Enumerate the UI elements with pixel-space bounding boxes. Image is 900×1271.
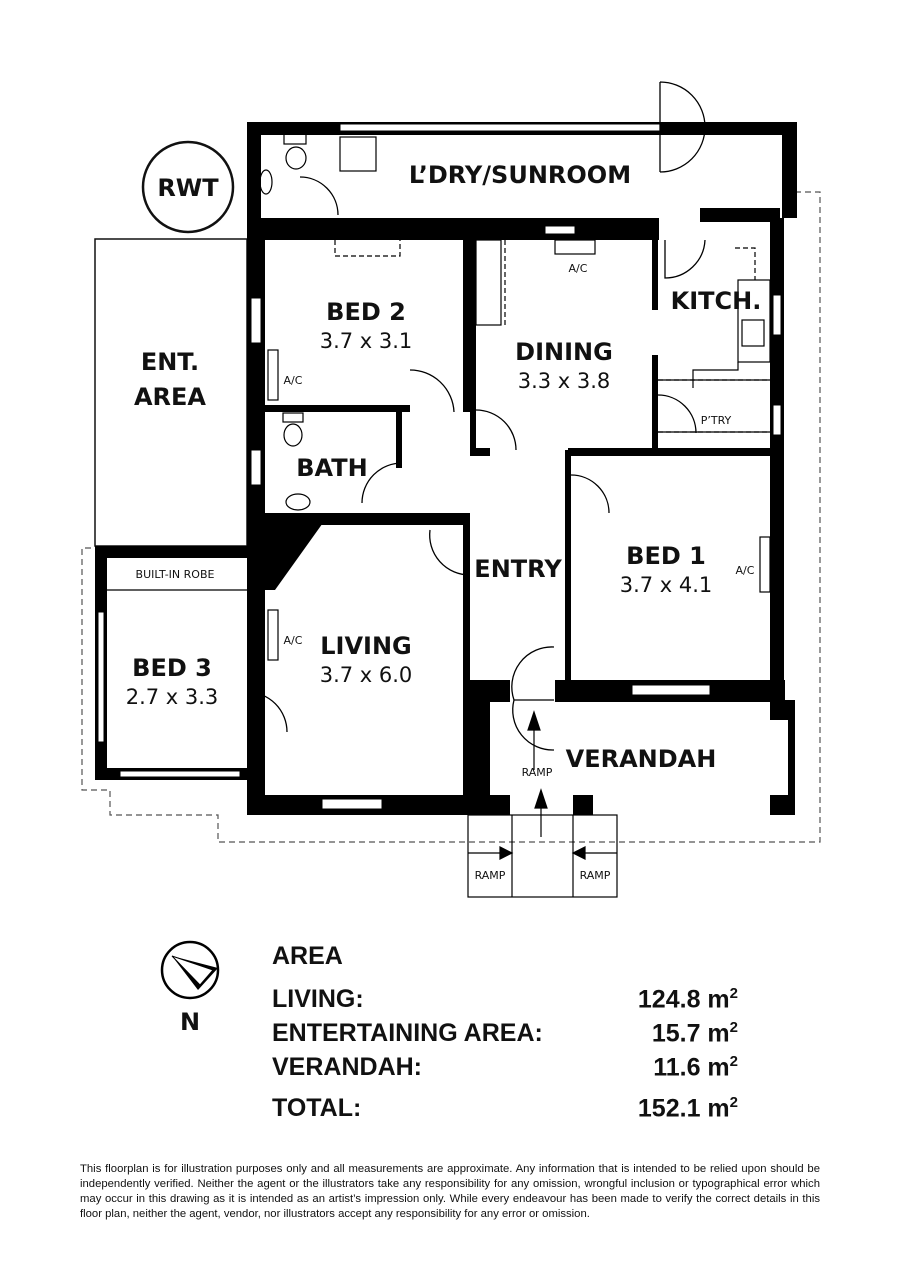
area-value-entertaining: 15.7 m2 (651, 1019, 738, 1048)
rwt-label: RWT (157, 174, 219, 202)
ac-label-living: A/C (284, 634, 303, 647)
living-label: LIVING (320, 632, 412, 660)
area-value-verandah: 11.6 m2 (653, 1053, 738, 1082)
area-value-total: 152.1 m2 (637, 1094, 738, 1123)
area-label-verandah: VERANDAH: (272, 1053, 422, 1081)
bed2-dimensions: 3.7 x 3.1 (320, 329, 413, 353)
boundary-outline (81, 191, 821, 843)
entry-label: ENTRY (474, 555, 562, 583)
robe-label: BUILT-IN ROBE (136, 568, 215, 581)
area-label-living: LIVING: (272, 985, 364, 1013)
ramps (467, 710, 618, 898)
ramp-label-left: RAMP (475, 869, 506, 882)
pantry-label: P’TRY (701, 414, 732, 427)
ent-area-label-2: AREA (134, 383, 206, 411)
dining-dimensions: 3.3 x 3.8 (518, 369, 611, 393)
bed3-label: BED 3 (132, 654, 212, 682)
bed3-dimensions: 2.7 x 3.3 (126, 685, 219, 709)
compass-north-label: N (180, 1008, 200, 1036)
compass-icon: N (160, 940, 220, 1036)
area-value-living: 124.8 m2 (637, 985, 738, 1014)
area-label-total: TOTAL: (272, 1094, 362, 1122)
ac-label-bed2: A/C (284, 374, 303, 387)
disclaimer: This floorplan is for illustration purpo… (80, 1163, 820, 1220)
area-title: AREA (272, 942, 343, 970)
rainwater-tank (141, 140, 235, 234)
bed1-dimensions: 3.7 x 4.1 (620, 573, 713, 597)
ramp-label-center: RAMP (522, 766, 553, 779)
bed2-label: BED 2 (326, 298, 406, 326)
kitchen-label: KITCH. (671, 287, 762, 315)
verandah-label: VERANDAH (566, 745, 717, 773)
ac-label-dining: A/C (569, 262, 588, 275)
area-label-entertaining: ENTERTAINING AREA: (272, 1019, 543, 1047)
ac-label-bed1: A/C (736, 564, 755, 577)
living-dimensions: 3.7 x 6.0 (320, 663, 413, 687)
dining-label: DINING (515, 338, 613, 366)
doors[interactable] (246, 81, 706, 751)
bed1-label: BED 1 (626, 542, 706, 570)
fixtures (107, 133, 771, 661)
ent-area-label: ENT. (141, 348, 199, 376)
laundry-label: L’DRY/SUNROOM (409, 161, 631, 189)
bath-label: BATH (296, 454, 367, 482)
ramp-label-right: RAMP (580, 869, 611, 882)
